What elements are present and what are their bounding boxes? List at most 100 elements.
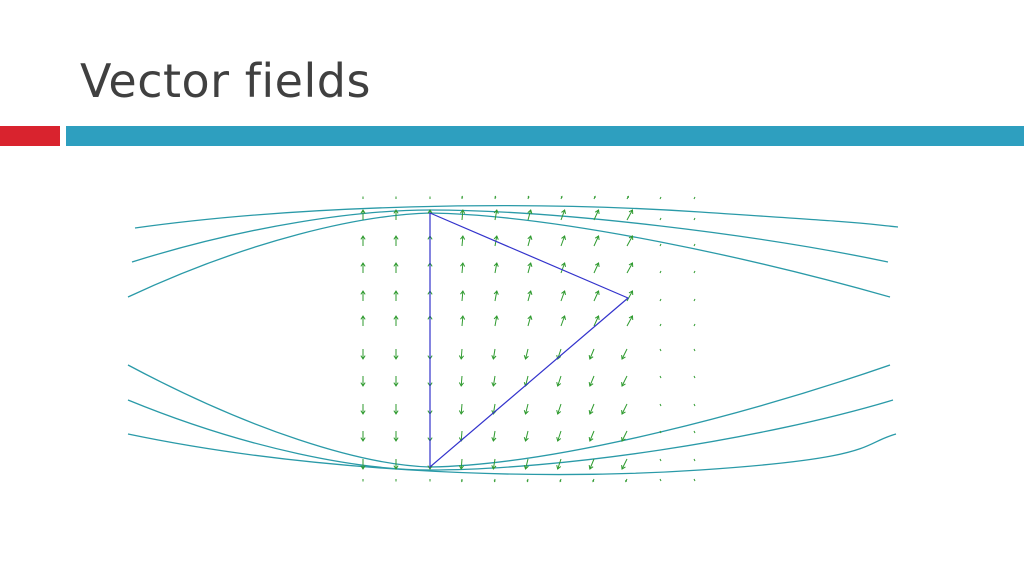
vector-arrow	[659, 217, 662, 221]
vector-arrow	[523, 403, 529, 415]
vector-arrow	[593, 195, 596, 200]
vector-arrow	[493, 209, 499, 221]
vector-arrow	[393, 290, 399, 301]
vector-arrow	[625, 478, 628, 483]
vector-arrow	[556, 430, 562, 442]
vector-arrow	[560, 290, 566, 302]
vector-arrow	[527, 262, 533, 274]
vector-arrow	[393, 404, 399, 415]
vector-arrow	[626, 209, 634, 221]
vector-arrow	[560, 262, 566, 274]
vector-arrow	[360, 315, 366, 326]
vector-arrow	[659, 243, 662, 247]
vector-arrow	[360, 404, 366, 415]
vector-arrow	[560, 235, 566, 247]
vector-arrow	[393, 209, 399, 220]
vector-arrow	[659, 403, 662, 407]
vector-arrow	[588, 403, 595, 415]
vector-arrow	[693, 217, 696, 221]
vector-arrow	[659, 298, 662, 302]
vector-arrow	[659, 323, 662, 327]
vector-arrow	[556, 458, 562, 470]
vector-arrow	[659, 375, 662, 379]
vector-arrow	[460, 478, 463, 483]
vector-arrow	[560, 195, 563, 200]
vector-arrow	[458, 458, 464, 470]
vector-arrow	[527, 209, 533, 221]
vector-arrow	[493, 262, 499, 274]
vector-arrow	[523, 430, 529, 442]
vector-arrow	[588, 375, 595, 387]
vector-arrow	[593, 262, 600, 274]
vector-arrow	[593, 209, 600, 221]
vector-arrow	[621, 403, 628, 415]
vector-arrow	[460, 235, 466, 247]
vector-arrow	[693, 458, 696, 462]
vector-arrow	[493, 315, 499, 327]
vector-arrow	[491, 375, 497, 387]
vector-arrow	[393, 376, 399, 387]
vector-arrow	[360, 235, 366, 246]
vector-arrow	[626, 195, 629, 200]
vector-arrow	[659, 348, 662, 352]
vector-arrow	[626, 262, 634, 274]
vector-arrow	[458, 348, 464, 360]
vector-arrow	[527, 195, 530, 200]
vector-arrow	[360, 290, 366, 301]
vector-arrow	[458, 403, 464, 415]
streamline	[134, 205, 899, 229]
vector-arrow	[360, 376, 366, 387]
vector-arrow	[560, 209, 566, 221]
vector-arrow	[393, 349, 399, 360]
vector-arrow	[556, 375, 562, 387]
vector-arrow	[593, 290, 600, 302]
streamline	[131, 209, 889, 263]
vector-arrow	[393, 315, 399, 326]
vector-arrow	[491, 430, 497, 442]
vector-arrows	[360, 195, 696, 483]
vector-arrow	[460, 262, 466, 274]
vector-arrow	[360, 459, 366, 470]
slide-title: Vector fields	[80, 54, 371, 108]
vector-arrow	[621, 375, 628, 387]
vector-arrow	[523, 458, 529, 470]
streamline	[127, 399, 894, 471]
vector-arrow	[460, 315, 466, 327]
vector-arrow	[393, 459, 399, 470]
vector-arrow	[491, 348, 497, 360]
vector-arrow	[360, 262, 366, 273]
vector-arrow	[659, 430, 662, 434]
vector-arrow	[494, 195, 497, 200]
vector-arrow	[693, 403, 696, 407]
vector-arrow	[360, 209, 366, 220]
vector-arrow	[659, 196, 662, 200]
vector-arrow	[621, 458, 628, 470]
streamline	[127, 212, 891, 298]
vector-arrow	[693, 323, 696, 327]
vector-arrow	[393, 235, 399, 246]
vector-arrow	[559, 478, 562, 483]
vector-arrow	[527, 290, 533, 302]
accent-bar-teal	[66, 126, 1024, 146]
vector-arrow	[693, 196, 696, 200]
vector-arrow	[621, 348, 628, 360]
vector-arrow	[460, 209, 466, 221]
streamlines	[127, 205, 899, 476]
vector-arrow	[693, 478, 696, 482]
vector-arrow	[560, 315, 566, 327]
vector-arrow	[393, 431, 399, 442]
vector-arrow	[693, 243, 696, 247]
vector-arrow	[693, 430, 696, 434]
vector-arrow	[527, 235, 533, 247]
vector-arrow	[626, 315, 634, 327]
vector-arrow	[461, 195, 464, 200]
vector-arrow	[460, 290, 466, 302]
vector-arrow	[360, 349, 366, 360]
vector-arrow	[659, 458, 662, 462]
vector-arrow	[693, 270, 696, 274]
vector-arrow	[659, 478, 662, 482]
vector-arrow	[526, 478, 529, 483]
vector-arrow	[393, 262, 399, 273]
vector-arrow	[693, 348, 696, 352]
